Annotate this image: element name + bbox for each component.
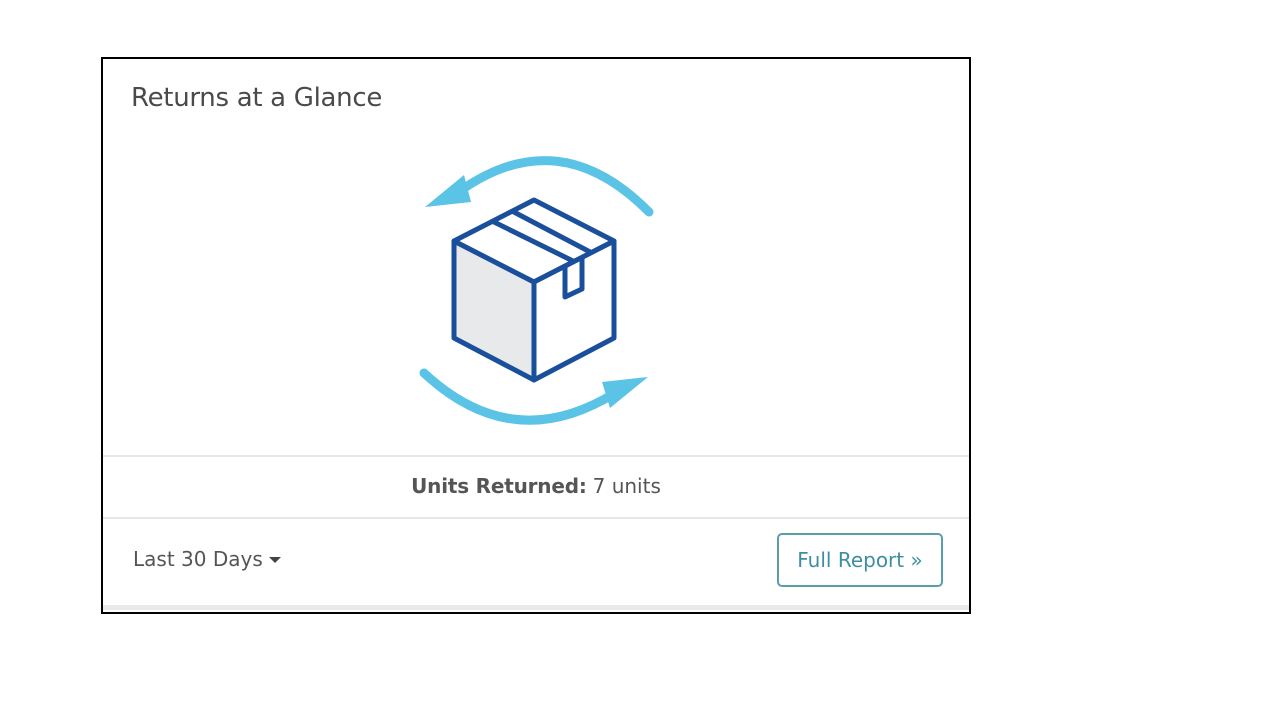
date-range-dropdown[interactable]: Last 30 Days [133,547,281,571]
package-return-icon [419,156,654,425]
caret-down-icon [268,557,281,563]
returns-widget-card: Returns at a Glance Units Returned: 7 un… [101,57,971,614]
return-arrow-bottom [419,368,620,425]
full-report-button[interactable]: Full Report » [777,533,943,587]
units-returned-label: Units Returned: [411,474,587,498]
return-arrow-top [455,156,654,217]
return-arrowhead-bottom [602,377,648,408]
card-bottom-strip [103,605,969,610]
widget-title: Returns at a Glance [131,83,383,113]
divider-top [103,455,969,457]
box-tape [562,258,585,300]
box-right-face [531,238,617,383]
date-range-label: Last 30 Days [133,547,263,571]
divider-bottom [103,517,969,519]
box-icon [451,197,617,383]
return-arrowhead-top [425,175,471,207]
units-returned-stat: Units Returned: 7 units [103,457,969,515]
units-returned-value: 7 units [592,474,661,498]
